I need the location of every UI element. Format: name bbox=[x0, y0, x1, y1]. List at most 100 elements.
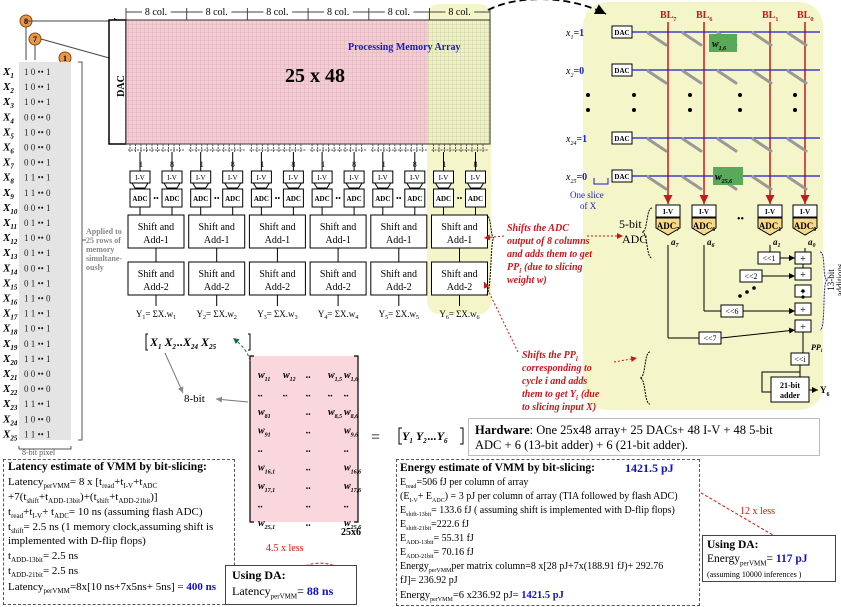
latency-da-box: Using DA: LatencyperVMM= 88 ns bbox=[225, 565, 357, 605]
dac-label: DAC bbox=[116, 75, 127, 97]
column-index: 1 bbox=[443, 160, 447, 169]
weight-cell: .. bbox=[328, 389, 333, 400]
svg-text:them to get Yi(due: them to get Yi(due bbox=[522, 389, 600, 402]
array-title: Processing Memory Array bbox=[348, 42, 461, 53]
shift-add-2-label: Shift and bbox=[381, 269, 417, 280]
energy-line-4: Eshift-21bit=222.6 fJ bbox=[400, 519, 469, 532]
memristor bbox=[716, 137, 738, 153]
shift-add-1-label: Add-1 bbox=[265, 235, 291, 246]
shift-add-1 bbox=[370, 214, 428, 249]
shift-add-2 bbox=[248, 261, 306, 296]
shift-6-label: <<6 bbox=[725, 307, 738, 316]
memristor bbox=[751, 69, 773, 85]
column-group-labels: 8 col.8 col.8 col.8 col.8 col.8 col. bbox=[125, 7, 491, 20]
x-row-bits: 1 0 •• 0 bbox=[24, 233, 51, 243]
svg-text:Shifts the PPi: Shifts the PPi bbox=[522, 350, 578, 363]
x-row-label: X13 bbox=[2, 247, 18, 261]
adc-label: ADC bbox=[436, 195, 451, 203]
svg-text:to slicing input X): to slicing input X) bbox=[522, 402, 596, 413]
memristor bbox=[716, 69, 738, 85]
x-row-bits: 1 1 •• 1 bbox=[24, 173, 51, 183]
latency-line-3: tread+tI-V+ tADC= 10 ns (assuming flash … bbox=[8, 506, 203, 521]
memristor bbox=[786, 137, 808, 153]
shift-add-1-label: Shift and bbox=[381, 222, 417, 233]
row-dac-label: DAC bbox=[614, 173, 629, 181]
latency-box: Latency estimate of VMM by bit-slicing: … bbox=[3, 459, 235, 605]
adc bbox=[792, 217, 818, 236]
ellipsis-dot bbox=[586, 108, 590, 112]
x-row-bits: 0 1 •• 1 bbox=[24, 248, 51, 258]
x-row-label: X11 bbox=[2, 217, 17, 231]
latency-line-6: tADD-13bit= 2.5 ns bbox=[8, 550, 79, 565]
x-row-bits: 1 1 •• 1 bbox=[24, 399, 51, 409]
energy-da-note: (assuming 10000 inferences ) bbox=[707, 570, 802, 579]
ellipsis-dot bbox=[738, 93, 742, 97]
energy-line-5: EADD-13bit= 55.31 fJ bbox=[400, 533, 474, 546]
memristor bbox=[786, 69, 808, 85]
ellipsis-dot bbox=[793, 108, 797, 112]
memristor bbox=[646, 175, 668, 191]
shift-add-2 bbox=[127, 261, 185, 296]
shift-add-1-label: Shift and bbox=[441, 222, 477, 233]
iv-label: I-V bbox=[410, 174, 420, 182]
eight-bit-label: 8-bit bbox=[184, 393, 205, 405]
iv-label: I-V bbox=[228, 174, 238, 182]
hardware-text-1: : One 25x48 array+ 25 DACs+ 48 I-V + 48 … bbox=[529, 423, 773, 437]
adc-label: ADC6 bbox=[693, 221, 716, 233]
y6-output: Y6 bbox=[820, 385, 830, 398]
adc-label: ADC bbox=[225, 195, 240, 203]
adc-5bit-label: 5-bit bbox=[619, 217, 642, 231]
weight-cell: w17,6 bbox=[344, 481, 361, 494]
row-dac-label: DAC bbox=[614, 135, 629, 143]
memristor bbox=[646, 137, 668, 153]
latency-total: 400 ns bbox=[186, 581, 217, 593]
ellipsis-dot bbox=[738, 294, 742, 298]
column-dots: •• bbox=[396, 194, 402, 203]
adc-5bit-label: ADC bbox=[622, 232, 647, 246]
bitline-label: BL0 bbox=[797, 10, 813, 23]
x-row-label: X1 bbox=[2, 66, 14, 80]
y-output-label: Y3= ΣX.w3 bbox=[257, 309, 297, 321]
shift-add-1-label: Shift and bbox=[320, 222, 356, 233]
memristor bbox=[751, 175, 773, 191]
bit-7-label: 7 bbox=[33, 35, 37, 44]
x-row-bits: 0 1 •• 1 bbox=[24, 339, 51, 349]
x-row-bits: 0 0 •• 0 bbox=[24, 143, 51, 153]
x-row-label: X22 bbox=[2, 383, 18, 397]
shift-7-label: <<7 bbox=[703, 334, 716, 343]
adc-label: ADC1 bbox=[759, 221, 782, 233]
iv-label: I-V bbox=[196, 174, 206, 182]
iv-label: I-V bbox=[439, 174, 449, 182]
bitline-label: BL1 bbox=[762, 10, 778, 23]
memristor bbox=[681, 69, 703, 85]
adder-21bit-label: adder bbox=[780, 391, 800, 400]
energy-line-6: EADD-21bit= 70.16 fJ bbox=[400, 547, 474, 560]
shift-1-label: <<1 bbox=[762, 254, 775, 263]
weight-cell: w1,5 bbox=[328, 370, 342, 383]
weight-cell: .. bbox=[283, 389, 288, 400]
x-row-bits: 1 0 •• 1 bbox=[24, 97, 51, 107]
iv-label: I-V bbox=[800, 208, 810, 216]
x-row-bits: 0 0 •• 0 bbox=[24, 112, 51, 122]
weight-cell: w91 bbox=[258, 426, 271, 439]
x-row-label: X12 bbox=[2, 232, 18, 246]
x-row-bits: 0 0 •• 1 bbox=[24, 158, 51, 168]
x-row-bits: 1 1 •• 1 bbox=[24, 429, 51, 439]
shift-add-1 bbox=[127, 214, 185, 249]
shift-add-2-label: Add-2 bbox=[265, 282, 291, 293]
energy-ratio: 12 x less bbox=[740, 506, 775, 517]
energy-title: Energy estimate of VMM by bit-slicing: bbox=[400, 462, 595, 474]
iv-label: I-V bbox=[135, 174, 145, 182]
shift-add-2-label: Add-2 bbox=[204, 282, 230, 293]
bitline-label: BL6 bbox=[696, 10, 712, 23]
shift-add-2-label: Add-2 bbox=[386, 282, 412, 293]
x-row-bits: 0 0 •• 1 bbox=[24, 203, 51, 213]
array-size: 25 x 48 bbox=[285, 65, 345, 87]
energy-line-9: EnergyperVMM=6 x236.92 pJ= 1421.5 pJ bbox=[400, 590, 564, 604]
iv-label: I-V bbox=[317, 174, 327, 182]
ellipsis-dot bbox=[632, 108, 636, 112]
energy-line-3: Eshift-13bit= 133.6 fJ ( assuming shift … bbox=[400, 505, 675, 518]
adc bbox=[691, 217, 717, 236]
